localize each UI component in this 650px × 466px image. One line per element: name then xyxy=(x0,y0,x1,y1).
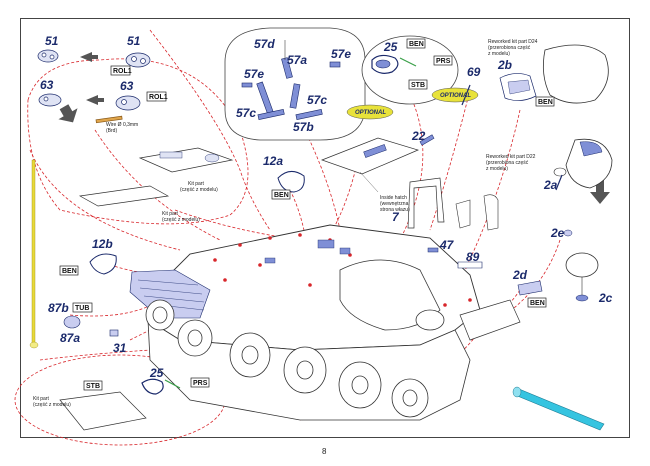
label-63a: 63 xyxy=(40,78,54,92)
note-d22-2: (przerobiona część xyxy=(486,160,529,166)
label-51a: 51 xyxy=(45,34,59,48)
label-7: 7 xyxy=(392,210,400,224)
label-2e: 2e xyxy=(550,226,565,240)
tag-stb-top: STB xyxy=(411,82,425,89)
optional-label-1: OPTIONAL xyxy=(355,110,386,116)
right-parts xyxy=(407,44,613,302)
note-kit-a-2: (część z modelu) xyxy=(180,187,218,193)
label-69: 69 xyxy=(467,65,481,79)
note-d24-2: (przerobiona część xyxy=(488,45,531,51)
gun-barrel xyxy=(512,386,605,431)
label-89: 89 xyxy=(466,250,480,264)
label-87a: 87a xyxy=(60,331,80,345)
label-2a: 2a xyxy=(543,178,558,192)
label-51b: 51 xyxy=(127,34,141,48)
process-tags xyxy=(59,38,555,391)
optional-badges: OPTIONAL OPTIONAL xyxy=(346,87,479,120)
antenna xyxy=(29,159,39,349)
label-2b: 2b xyxy=(497,58,512,72)
tag-rol-a: ROL1 xyxy=(113,68,132,75)
left-parts xyxy=(63,171,305,337)
kit-part-plates xyxy=(78,147,234,207)
tag-stb-bottom: STB xyxy=(86,383,100,390)
process-tag-labels: ROL1 ROL1 BEN PRS STB BEN BEN BEN BEN TU… xyxy=(62,41,553,390)
page-number: 8 xyxy=(322,447,327,456)
tag-prs-bottom: PRS xyxy=(193,380,208,387)
tag-rol-b: ROL1 xyxy=(149,94,168,101)
note-hatch-3: strona włazu) xyxy=(380,207,410,213)
label-2d: 2d xyxy=(512,268,528,282)
label-25-top: 25 xyxy=(383,40,398,54)
page-border xyxy=(20,18,630,438)
note-d24-1: Reworked kit part D24 xyxy=(488,39,538,45)
inside-hatch-plate xyxy=(320,137,420,193)
label-57a: 57a xyxy=(287,53,307,67)
note-kit-a-1: Kit part xyxy=(188,181,204,187)
label-57c-left: 57c xyxy=(236,106,256,120)
note-d22-3: z modelu) xyxy=(486,166,508,172)
note-kit-b-1: Kit part xyxy=(162,211,178,217)
note-kit-b-2: (część z modelu) xyxy=(162,217,200,223)
tag-prs-top: PRS xyxy=(436,58,451,65)
label-25-bottom: 25 xyxy=(149,366,164,380)
note-d22-1: Reworked kit part D22 xyxy=(486,154,536,160)
optional-label-2: OPTIONAL xyxy=(440,93,471,99)
label-87b: 87b xyxy=(48,301,69,315)
bottom-inset-parts xyxy=(59,378,181,431)
label-31: 31 xyxy=(113,341,127,355)
direction-arrows xyxy=(58,52,610,204)
annotation-notes: Wire Ø 0,3mm (Brd) Kit part (część z mod… xyxy=(33,39,538,408)
part-number-labels: 51 51 63 63 57d 57a 57e 57e 57c 57c 57b … xyxy=(40,34,613,380)
inset-part-25-top xyxy=(361,35,459,105)
label-12b: 12b xyxy=(92,237,113,251)
label-57d: 57d xyxy=(254,37,275,51)
label-57e-right: 57e xyxy=(331,47,351,61)
inset-57-parts xyxy=(224,27,366,141)
label-63b: 63 xyxy=(120,79,134,93)
small-parts-51-63 xyxy=(37,49,151,124)
label-2c: 2c xyxy=(598,291,613,305)
label-12a: 12a xyxy=(263,154,283,168)
note-kit-c-1: Kit part xyxy=(33,396,49,402)
note-kit-c-2: (część z modelu) xyxy=(33,402,71,408)
tank-hull xyxy=(129,224,521,421)
label-22: 22 xyxy=(411,129,426,143)
tag-ben-12a: BEN xyxy=(274,192,289,199)
tag-ben-2b: BEN xyxy=(538,99,553,106)
note-wire-2: (Brd) xyxy=(106,128,117,134)
tag-ben-12b: BEN xyxy=(62,268,77,275)
label-47: 47 xyxy=(439,238,455,252)
note-hatch-2: (wewnętrzna xyxy=(380,201,409,207)
label-57c-right: 57c xyxy=(307,93,327,107)
tag-ben-top: BEN xyxy=(409,41,424,48)
note-wire-1: Wire Ø 0,3mm xyxy=(106,122,138,128)
tag-ben-2d: BEN xyxy=(530,300,545,307)
road-wheels xyxy=(145,299,429,418)
label-57b: 57b xyxy=(293,120,314,134)
label-57e-left: 57e xyxy=(244,67,264,81)
tag-tub: TUB xyxy=(75,305,89,312)
note-d24-3: z modelu) xyxy=(488,51,510,57)
note-hatch-1: Inside hatch xyxy=(380,195,407,201)
